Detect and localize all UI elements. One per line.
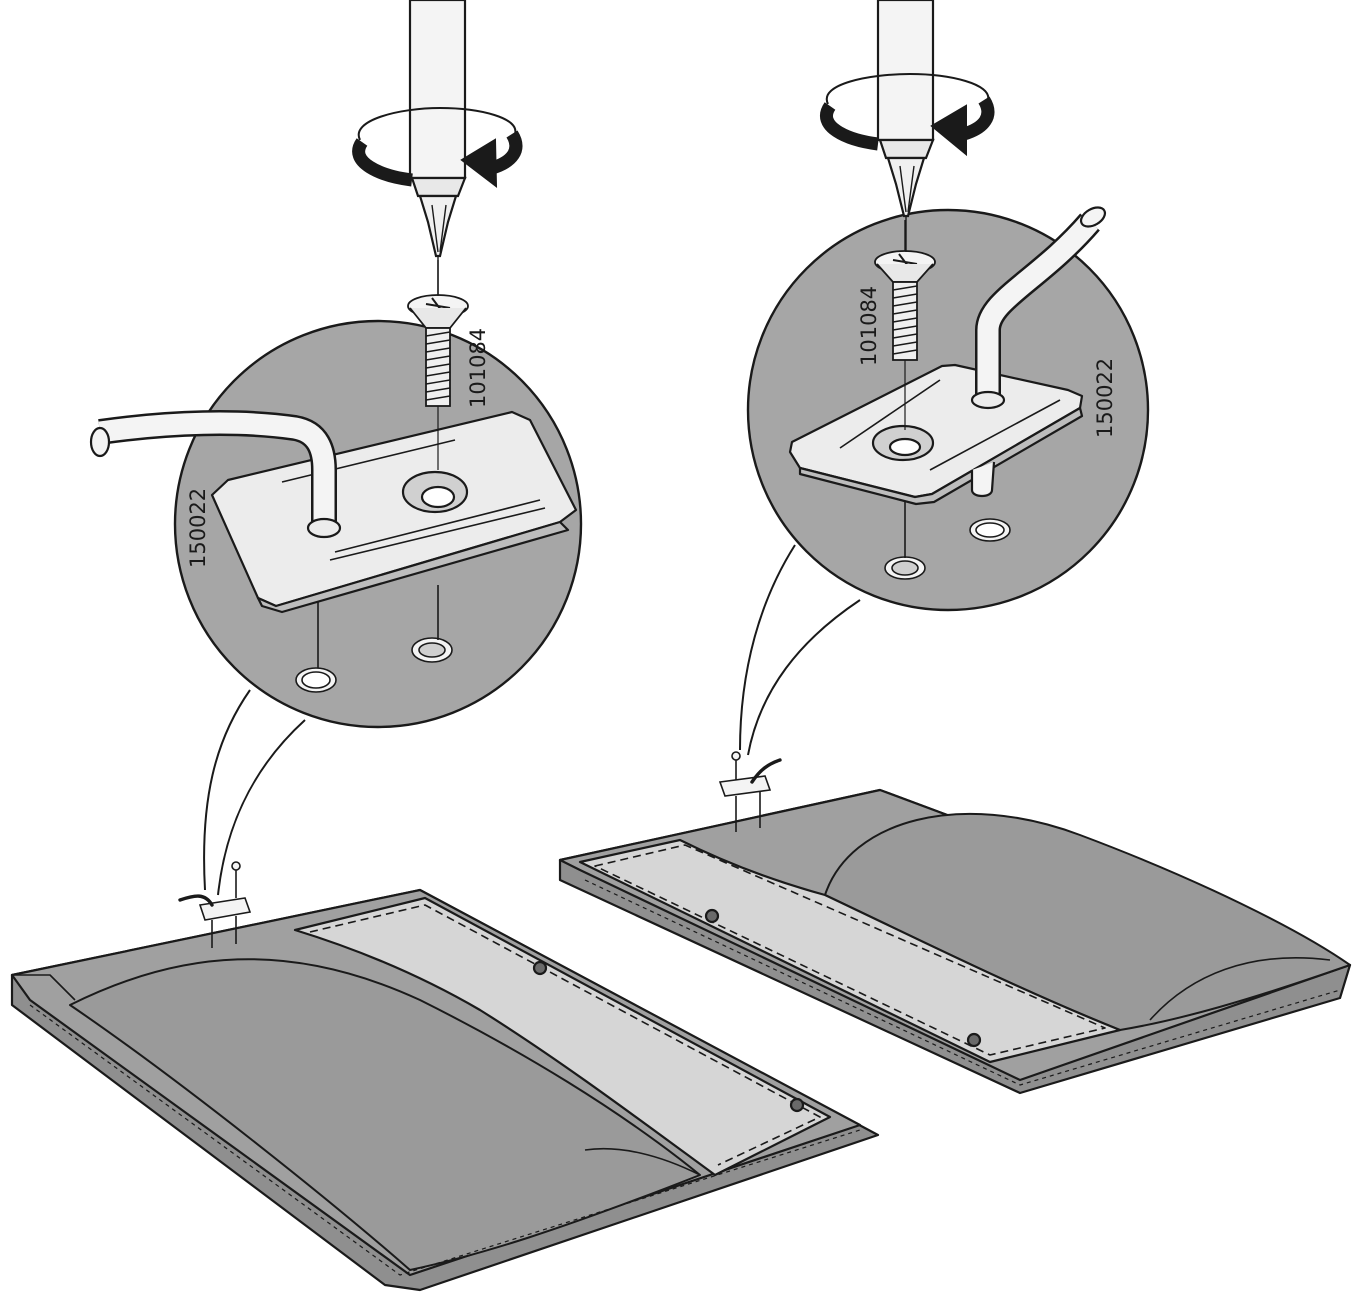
left-board-hole-lower	[789, 1097, 805, 1113]
right-board-hole-lower	[966, 1032, 982, 1048]
left-callout-line-a	[203, 689, 251, 891]
right-cushion-stitch	[594, 844, 1106, 1056]
right-callout-line-b	[747, 599, 861, 756]
right-magnifier-callout: 101084 150022	[739, 206, 1150, 756]
left-bracket-part-number: 150022	[186, 488, 210, 568]
right-screwdriver-tip	[886, 156, 926, 218]
left-screwdriver-tip	[418, 194, 458, 258]
left-cushion-side-seam	[29, 1004, 861, 1276]
left-screwdriver	[408, 0, 467, 296]
right-screwdriver	[876, 0, 935, 252]
right-callout-line-a	[739, 544, 796, 751]
right-cushion-board	[578, 838, 1122, 1064]
right-bracket-rod	[970, 206, 1107, 410]
left-callout-line-b	[217, 719, 306, 896]
left-mini-bracket	[178, 861, 252, 948]
left-screwdriver-shaft	[408, 0, 467, 180]
left-rotation-arrow-icon	[352, 106, 523, 189]
left-cushion	[10, 888, 880, 1292]
left-magnifier-callout: 101084 150022	[89, 260, 583, 896]
left-bracket-plate	[210, 410, 578, 614]
left-screw	[407, 260, 469, 470]
right-cushion	[558, 788, 1352, 1095]
right-board-hole-upper	[704, 908, 720, 924]
left-cushion-stitch	[309, 904, 821, 1166]
right-rotation-arrow-icon	[820, 72, 995, 157]
left-screw-part-number: 101084	[466, 328, 490, 408]
left-cushion-board	[293, 896, 832, 1177]
right-screw	[874, 220, 936, 430]
right-cushion-side-seam	[584, 879, 1341, 1086]
right-bracket-plate	[788, 363, 1084, 506]
left-bracket-rod	[89, 410, 342, 539]
right-screw-part-number: 101084	[857, 286, 881, 366]
right-screwdriver-shaft	[876, 0, 935, 142]
left-board-hole-upper	[532, 960, 548, 976]
right-bracket-part-number: 150022	[1093, 358, 1117, 438]
right-mini-bracket	[718, 751, 782, 832]
